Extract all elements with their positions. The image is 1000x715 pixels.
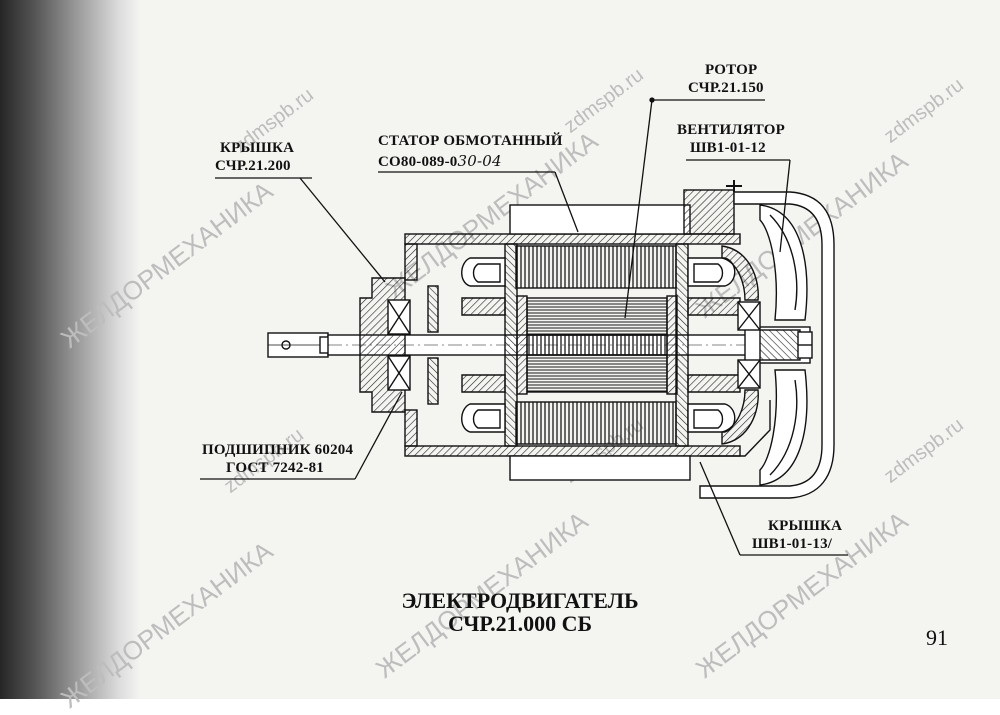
cover-label: КРЫШКА	[220, 140, 295, 156]
fan-cover	[699, 180, 835, 499]
fan	[759, 204, 813, 486]
fan-cover-label: КРЫШКА	[768, 518, 843, 534]
leader-cover	[215, 177, 386, 283]
motor-frame	[404, 189, 771, 481]
bearing-code: ГОСТ 7242-81	[226, 460, 325, 476]
fan-code: ШВ1-01-12	[690, 140, 766, 156]
stator-code-handwritten: 30-04	[457, 152, 502, 170]
scan-shadow	[0, 0, 140, 699]
front-cover	[359, 277, 439, 413]
stator-code-printed: СО80-089-0	[378, 154, 458, 170]
fan-cover-code: ШВ1-01-13/	[752, 536, 833, 552]
stator-code: СО80-089-030-04	[378, 152, 502, 171]
stator-label: СТАТОР ОБМОТАННЫЙ	[378, 133, 563, 149]
leader-stator	[378, 171, 579, 233]
page-number: 91	[926, 625, 948, 650]
leader-rotor	[624, 97, 765, 319]
fan-label: ВЕНТИЛЯТОР	[677, 122, 785, 138]
motor-drawing	[200, 97, 848, 556]
rotor-label: РОТОР	[705, 62, 758, 78]
stator-core	[504, 243, 689, 447]
drawing-title: ЭЛЕКТРОДВИГАТЕЛЬ	[401, 588, 639, 613]
stator-windings	[461, 257, 741, 433]
rotor	[516, 295, 678, 395]
bearing-label: ПОДШИПНИК 60204	[202, 442, 354, 458]
leader-bearing	[200, 391, 403, 480]
leader-fan-cover	[699, 461, 848, 556]
rear-bearing-shield	[721, 245, 761, 445]
drawing-number: СЧР.21.000 СБ	[447, 611, 593, 636]
rotor-code: СЧР.21.150	[688, 80, 764, 96]
cover-code: СЧР.21.200	[215, 158, 291, 174]
leader-fan	[686, 159, 791, 253]
